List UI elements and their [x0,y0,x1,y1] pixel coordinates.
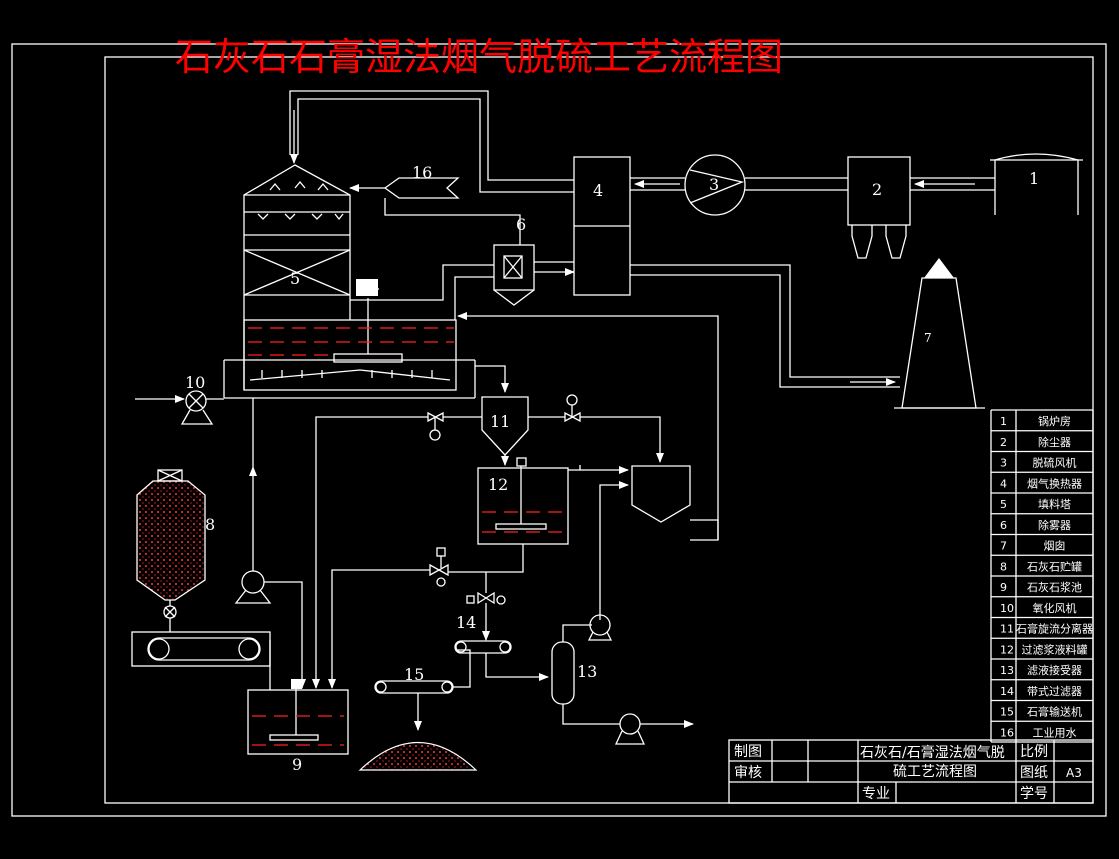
label-12: 12 [488,475,508,494]
oxidation-fan [135,390,224,425]
label-9: 9 [292,755,302,774]
chimney [894,258,985,409]
label-8: 8 [205,515,215,534]
legend-name: 带式过滤器 [1027,685,1082,698]
label-1: 1 [1029,169,1039,188]
legend-name: 烟囱 [1044,539,1066,553]
tb-sheet-label: 图纸 [1020,765,1048,781]
legend-number: 5 [1000,498,1007,511]
packed-absorber [223,164,476,399]
legend-name: 脱硫风机 [1033,456,1077,470]
dust-collector [847,156,911,259]
legend-name: 锅炉房 [1038,415,1071,428]
label-2: 2 [872,180,882,199]
legend-table: 1 锅炉房 2 除尘器 3 脱硫风机 4 烟气换热器 5 填料塔 6 除雾器 7 烟囱 8 石灰石贮罐 9 石灰石… [990,409,1094,743]
legend-number: 14 [1000,685,1014,698]
limestone-slurry-tank [247,679,349,755]
belt-filter [454,640,512,654]
tb-sheet-size: A3 [1066,766,1082,780]
tb-checked-label: 审核 [734,765,762,781]
legend-number: 13 [1000,664,1014,677]
legend-name: 滤液接受器 [1027,663,1082,677]
gas-heat-exchanger [573,156,631,296]
title-block: 制图 审核 石灰石/石膏湿法烟气脱 硫工艺流程图 比例 图纸 A3 专业 学号 [728,739,1094,804]
legend-name: 过滤浆液料罐 [1022,642,1088,656]
gypsum-hydrocyclone [481,396,529,466]
legend-number: 4 [1000,477,1007,490]
legend-number: 11 [1000,623,1014,636]
valve-14 [429,547,449,587]
legend-name: 石膏输送机 [1027,705,1082,719]
tb-name-line2: 硫工艺流程图 [893,764,977,780]
legend-number: 15 [1000,706,1014,719]
industrial-water [349,177,521,245]
label-13: 13 [577,662,597,681]
filter-slurry-tank [477,457,569,545]
legend-name: 氧化风机 [1033,601,1077,615]
mist-eliminator [493,244,535,306]
diagram-title: 石灰石石膏湿法烟气脱硫工艺流程图 [175,35,783,79]
legend-name: 石膏旋流分离器 [1016,622,1093,636]
legend-number: 12 [1000,643,1014,656]
equipment-numbers: 1 2 3 4 5 6 7 8 9 10 11 12 13 14 15 16 [185,163,1039,774]
legend-name: 烟气换热器 [1027,476,1082,490]
legend-name: 填料塔 [1038,497,1071,511]
label-10: 10 [185,373,205,392]
legend-name: 工业用水 [1033,726,1077,739]
legend-number: 16 [1000,726,1014,739]
legend-name: 除尘器 [1038,435,1071,449]
tb-student-no-label: 学号 [1020,786,1048,802]
legend-name: 除雾器 [1038,518,1071,532]
legend-name: 石灰石贮罐 [1027,559,1082,573]
filtrate-receiver [551,614,694,745]
label-3: 3 [709,175,719,194]
limestone-silo [136,469,206,632]
legend-number: 9 [1000,581,1007,594]
label-4: 4 [593,181,603,200]
tb-scale-label: 比例 [1020,744,1048,760]
label-6: 6 [516,215,526,234]
tb-name-line1: 石灰石/石膏湿法烟气脱 [860,744,1005,761]
legend-name: 石灰石浆池 [1027,580,1082,594]
legend-number: 10 [1000,602,1014,615]
label-5: 5 [290,269,300,288]
outer-frame [11,43,1107,817]
tb-drawn-label: 制图 [734,744,762,760]
gypsum-conveyor [358,649,478,771]
label-16: 16 [412,163,432,182]
desulfurization-fan [684,154,746,216]
label-11: 11 [490,412,510,431]
legend-number: 7 [1000,540,1007,553]
silo-conveyor [131,631,271,690]
legend-number: 1 [1000,415,1007,428]
label-14: 14 [456,613,476,632]
legend-number: 6 [1000,519,1007,532]
tb-major-label: 专业 [862,786,890,802]
filtrate-funnel [631,465,691,523]
legend-number: 8 [1000,560,1007,573]
label-7: 7 [924,331,932,345]
slurry-pump [234,398,306,689]
legend-number: 2 [1000,436,1007,449]
boiler-house [990,153,1083,215]
label-15: 15 [404,665,424,684]
legend-number: 3 [1000,457,1007,470]
